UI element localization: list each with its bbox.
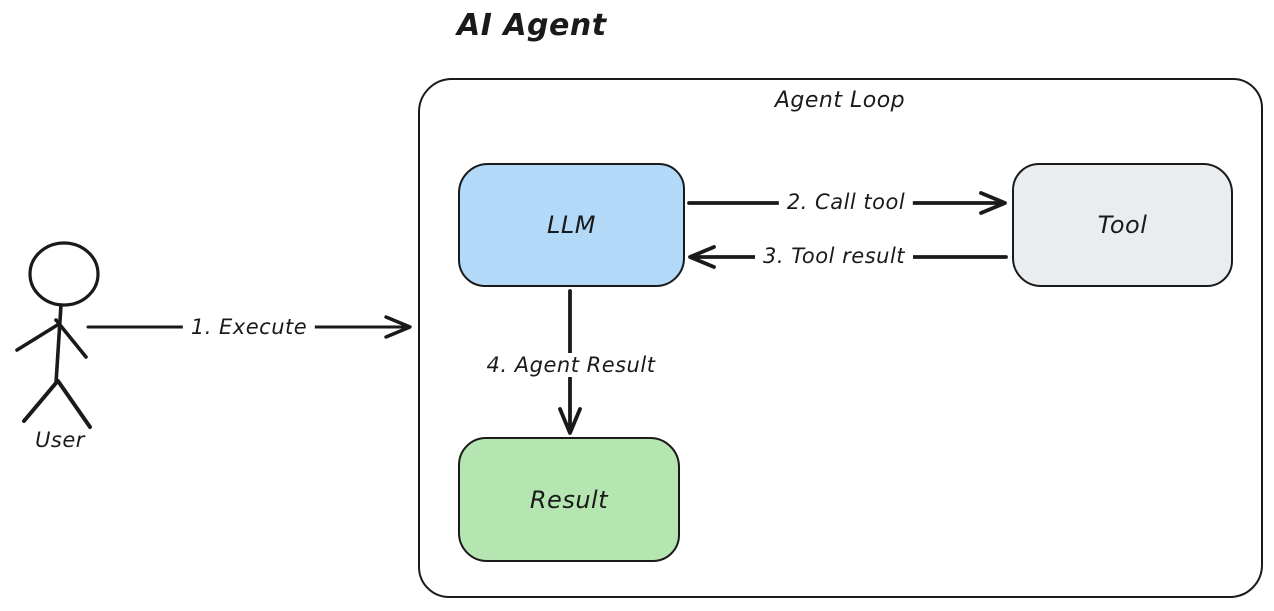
user-actor-label: User bbox=[35, 428, 85, 452]
edge-call-tool-label: 2. Call tool bbox=[778, 190, 914, 214]
result-node-label: Result bbox=[529, 485, 609, 514]
tool-node-label: Tool bbox=[1097, 211, 1148, 239]
edge-agent-result-label: 4. Agent Result bbox=[478, 353, 664, 377]
diagram-title: AI Agent bbox=[457, 8, 607, 43]
llm-node-label: LLM bbox=[547, 211, 596, 239]
agent-loop-container bbox=[418, 78, 1263, 598]
edge-tool-result-label: 3. Tool result bbox=[754, 244, 914, 268]
edge-execute-label: 1. Execute bbox=[182, 315, 316, 339]
user-actor-icon bbox=[17, 243, 98, 427]
llm-node: LLM bbox=[458, 163, 685, 287]
tool-node: Tool bbox=[1012, 163, 1233, 287]
result-node: Result bbox=[458, 437, 680, 562]
agent-loop-label: Agent Loop bbox=[774, 88, 906, 113]
